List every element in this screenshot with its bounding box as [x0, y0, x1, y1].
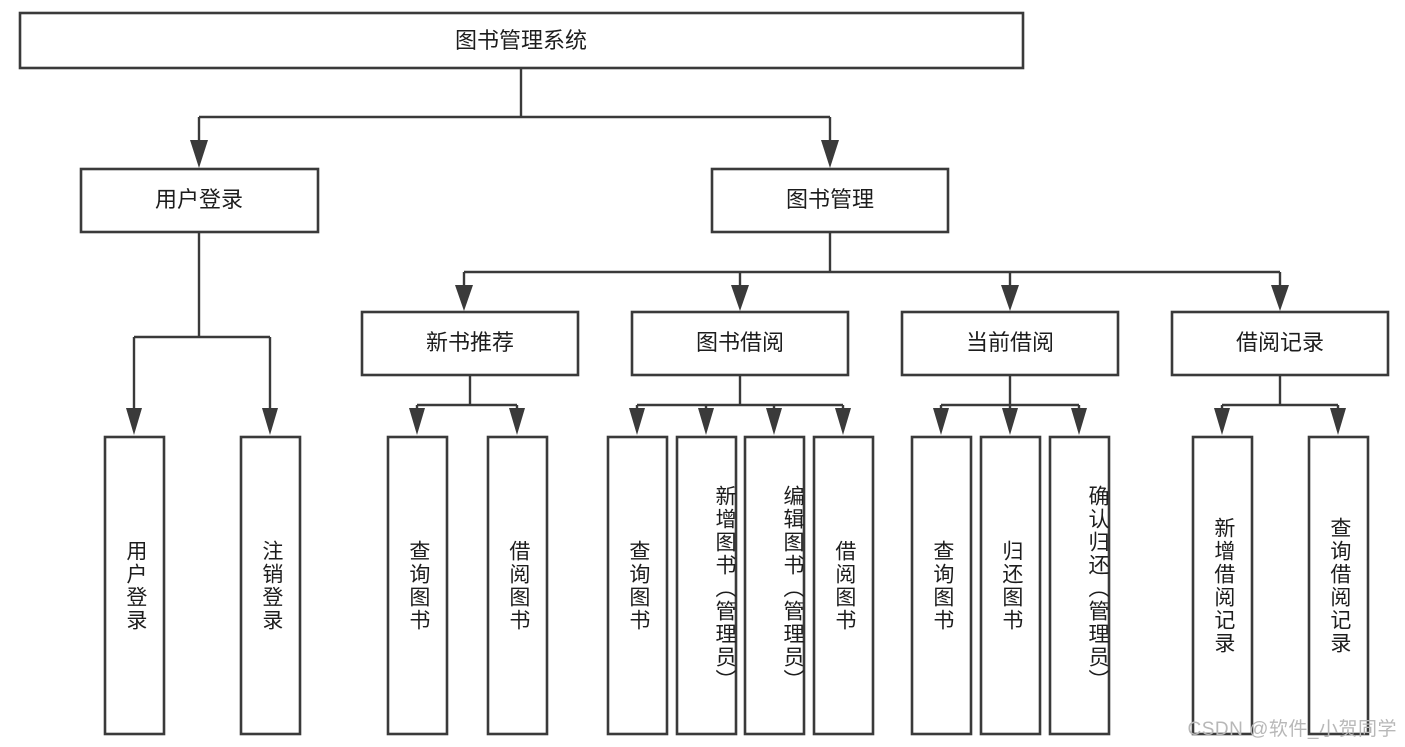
node-user-login-label: 用户登录: [155, 187, 243, 212]
arrow-head-leaf-query-record: [1330, 408, 1346, 435]
node-current-borrow-box[interactable]: [900, 310, 1120, 377]
node-borrow-record-label: 借阅记录: [1236, 330, 1324, 355]
node-book-manage[interactable]: 图书管理: [710, 167, 950, 234]
node-borrow-record-box[interactable]: [1170, 310, 1390, 377]
arrow-head-leaf-query-book-2: [629, 408, 645, 435]
arrow-head-leaf-query-book-1: [409, 408, 425, 435]
node-current-borrow-label: 当前借阅: [966, 330, 1054, 355]
leaf-box-user-logout[interactable]: [239, 435, 302, 736]
arrow-head-leaf-confirm-return: [1071, 408, 1087, 435]
node-current-borrow[interactable]: 当前借阅: [900, 310, 1120, 377]
node-book-borrow-label: 图书借阅: [696, 330, 784, 355]
node-new-book-recommend-label: 新书推荐: [426, 330, 514, 355]
node-book-manage-box[interactable]: [710, 167, 950, 234]
connector-book-manage-to-level3: [455, 232, 1289, 311]
arrow-head-leaf-add-record: [1214, 408, 1230, 435]
node-borrow-record[interactable]: 借阅记录: [1170, 310, 1390, 377]
connector-user-login-to-leaves: [126, 232, 278, 435]
connector-new-book-recommend-to-leaves: [409, 375, 525, 435]
node-user-login-box[interactable]: [79, 167, 320, 234]
node-root-label: 图书管理系统: [455, 28, 587, 53]
arrow-head-leaf-return-book: [1002, 408, 1018, 435]
leaf-box-query-record[interactable]: [1307, 435, 1370, 736]
connector-root-to-level2: [190, 68, 839, 168]
arrow-head-leaf-query-book-3: [933, 408, 949, 435]
arrow-head-book-borrow: [731, 285, 749, 311]
arrow-head-current-borrow: [1001, 285, 1019, 311]
node-new-book-recommend-box[interactable]: [360, 310, 580, 377]
leaf-box-add-record[interactable]: [1191, 435, 1254, 736]
node-user-login[interactable]: 用户登录: [79, 167, 320, 234]
arrow-head-leaf-add-book: [698, 408, 714, 435]
node-book-borrow[interactable]: 图书借阅: [630, 310, 850, 377]
connector-borrow-record-to-leaves: [1214, 375, 1346, 435]
leaf-box-borrow-book-1[interactable]: [486, 435, 549, 736]
csdn-watermark: CSDN @软件_小贺同学: [1187, 719, 1397, 740]
leaf-box-query-book-1[interactable]: [386, 435, 449, 736]
leaf-box-user-login[interactable]: [103, 435, 166, 736]
arrow-head-leaf-user-logout: [262, 408, 278, 435]
node-book-manage-label: 图书管理: [786, 187, 874, 212]
leaf-box-confirm-return[interactable]: [1048, 435, 1111, 736]
node-root[interactable]: 图书管理系统: [18, 11, 1025, 70]
leaf-box-edit-book[interactable]: [743, 435, 806, 736]
leaf-box-query-book-3[interactable]: [910, 435, 973, 736]
arrow-head-leaf-borrow-book-2: [835, 408, 851, 435]
connector-book-borrow-to-leaves: [629, 375, 851, 435]
arrow-head-leaf-edit-book: [766, 408, 782, 435]
arrow-head-book-manage: [821, 140, 839, 168]
arrow-head-borrow-record: [1271, 285, 1289, 311]
leaf-box-borrow-book-2[interactable]: [812, 435, 875, 736]
arrow-head-user-login: [190, 140, 208, 168]
arrow-head-new-book-recommend: [455, 285, 473, 311]
arrow-head-leaf-user-login: [126, 408, 142, 435]
leaf-box-add-book[interactable]: [675, 435, 738, 736]
node-root-box[interactable]: [18, 11, 1025, 70]
arrow-head-leaf-borrow-book-1: [509, 408, 525, 435]
leaf-box-query-book-2[interactable]: [606, 435, 669, 736]
node-new-book-recommend[interactable]: 新书推荐: [360, 310, 580, 377]
node-book-borrow-box[interactable]: [630, 310, 850, 377]
leaf-box-return-book[interactable]: [979, 435, 1042, 736]
connector-current-borrow-to-leaves: [933, 375, 1087, 435]
